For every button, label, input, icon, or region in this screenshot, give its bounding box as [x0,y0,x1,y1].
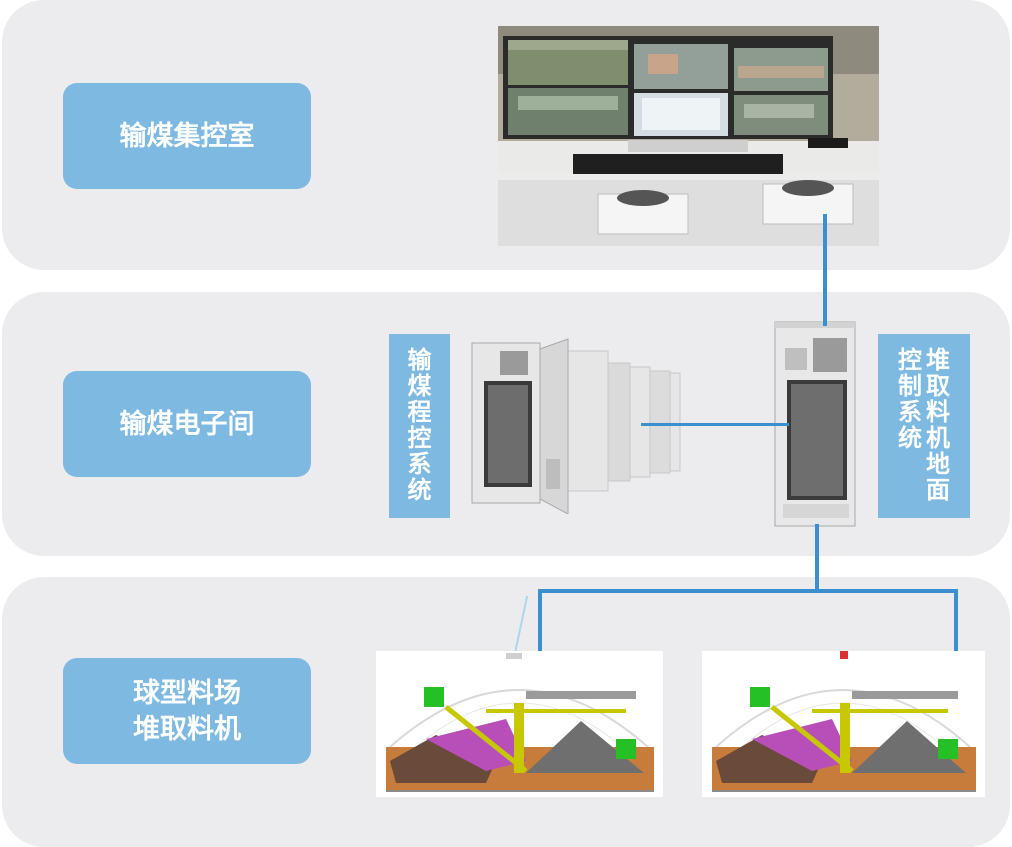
vertical-glyph: 取 [926,373,950,401]
vertical-glyph: 统 [407,476,432,504]
monitor-screen [734,48,828,91]
connector-cabinets-link [641,423,789,426]
conveyor-control-cabinets [471,338,681,514]
stockyard-label: 球型料场 堆取料机 [63,658,311,764]
stockyard-label-line-2: 堆取料机 [133,714,241,744]
connector-cabinet-down [815,524,819,592]
vertical-glyph: 统 [898,425,922,452]
vertical-glyph: 输 [407,347,432,375]
vertical-glyph: 控 [407,425,432,452]
vertical-text: 堆取料机地面 [926,348,950,503]
vertical-glyph: 料 [926,399,950,427]
stockyard-illustration-left [376,651,663,797]
stockyard-illustration-right [702,651,985,797]
monitor-screen [734,95,828,135]
vertical-glyph: 面 [926,476,950,504]
conveyor-program-control-system-label: 输煤程控系统 [389,334,450,518]
control-room-label: 输煤集控室 [63,83,311,189]
vertical-glyph: 煤 [407,373,432,401]
vertical-glyph: 机 [926,425,950,452]
connector-horizontal-bus [538,589,958,593]
control-room-photo [498,26,879,246]
cabinet-main [471,342,541,504]
connector-to-stockyard-left [538,589,542,663]
monitor-screen [508,88,628,135]
vertical-glyph: 系 [407,450,432,478]
monitor-screen [508,40,628,85]
vertical-glyph: 系 [898,399,922,427]
vertical-glyph: 程 [407,399,432,427]
cabinet-row [567,350,681,492]
electronics-room-label: 输煤电子间 [63,371,311,477]
stacker-reclaimer-ground-control-system-label: 堆取料机地面 控制系统 [878,334,970,518]
connector-control-room-to-cabinet [823,214,827,326]
connector-to-stockyard-right [954,589,958,663]
vertical-glyph: 控 [898,347,922,375]
monitor-screen [634,93,728,136]
vertical-text: 输煤程控系统 [408,348,432,503]
vertical-glyph: 制 [898,373,922,401]
vertical-glyph: 地 [926,450,950,478]
vertical-glyph: 堆 [926,347,950,375]
vertical-text: 控制系统 [898,348,922,503]
monitor-screen [634,44,728,89]
stockyard-label-line-1: 球型料场 [133,677,241,708]
